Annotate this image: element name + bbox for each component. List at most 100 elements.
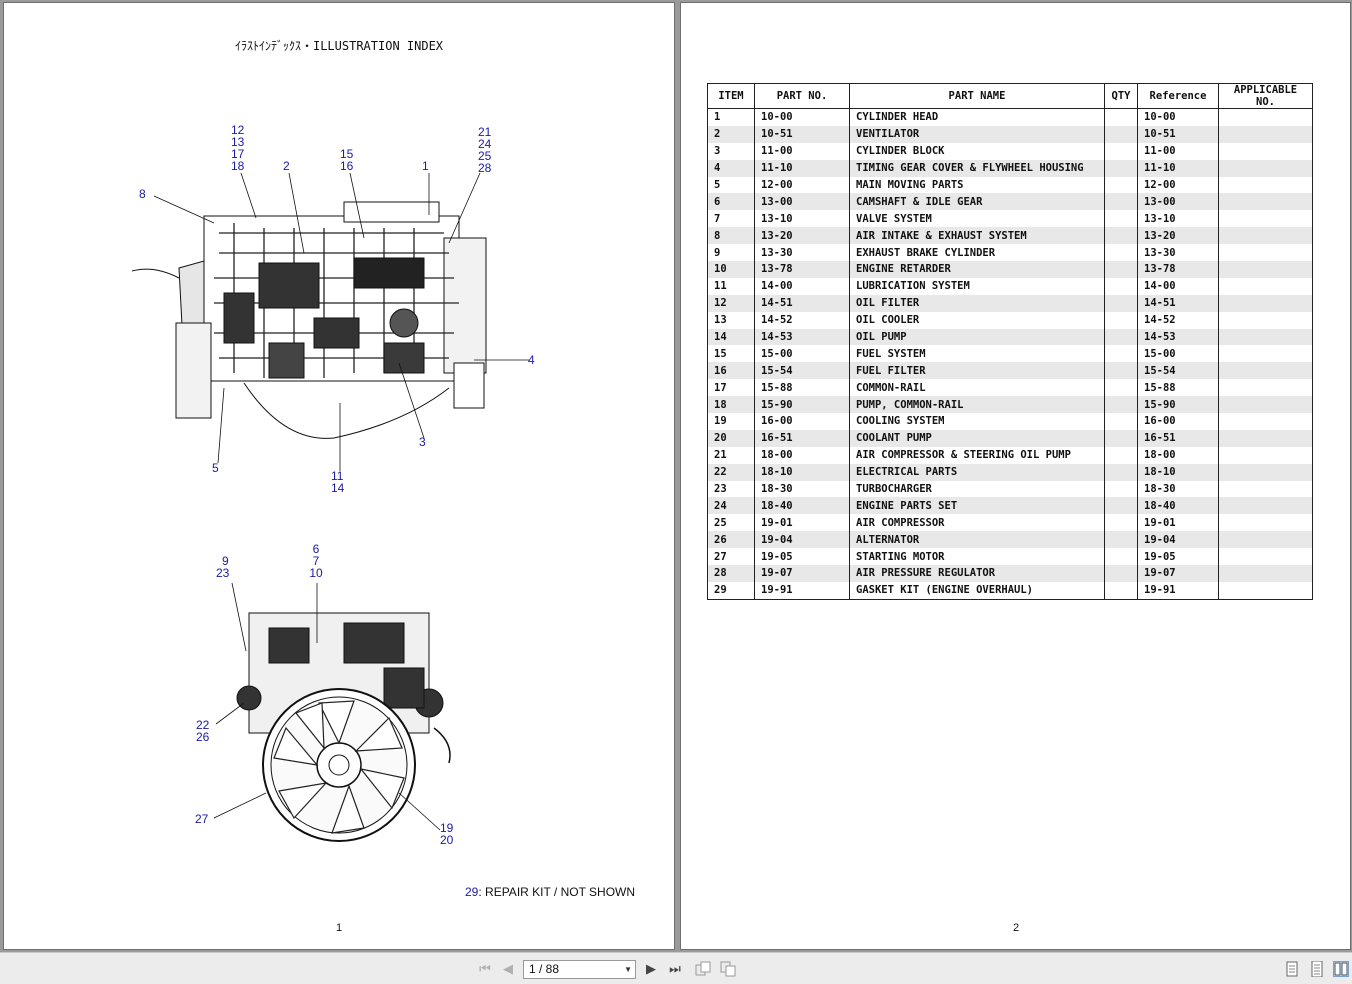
cell-item: 27 xyxy=(707,548,755,566)
cell-part-no: 15-90 xyxy=(754,396,850,414)
cell-item: 3 xyxy=(707,142,755,160)
cell-reference: 19-04 xyxy=(1137,531,1219,549)
callout-27[interactable]: 27 xyxy=(195,812,209,826)
cell-applicable-no xyxy=(1218,311,1313,329)
single-page-icon[interactable] xyxy=(1284,961,1300,977)
callout-21-24-25-28[interactable]: 21 24 25 28 xyxy=(478,126,491,174)
cell-applicable-no xyxy=(1218,294,1313,312)
callout-6-7-10[interactable]: 6 7 10 xyxy=(306,543,326,579)
cell-part-no: 13-78 xyxy=(754,261,850,278)
cell-qty xyxy=(1104,176,1138,194)
page-title: ｲﾗｽﾄｲﾝﾃﾞｯｸｽ・ILLUSTRATION INDEX xyxy=(234,39,444,53)
cell-part-no: 13-20 xyxy=(754,227,850,245)
cell-qty xyxy=(1104,396,1138,414)
cell-qty xyxy=(1104,277,1138,295)
cell-reference: 16-00 xyxy=(1137,413,1219,430)
cell-reference: 10-00 xyxy=(1137,108,1219,126)
fit-icon[interactable] xyxy=(720,961,736,977)
cell-reference: 13-20 xyxy=(1137,227,1219,245)
callout-label: 25 xyxy=(478,149,492,163)
callout-8[interactable]: 8 xyxy=(139,187,146,201)
callout-15-16[interactable]: 15 16 xyxy=(340,148,353,172)
cell-applicable-no xyxy=(1218,497,1313,515)
cell-part-name: ELECTRICAL PARTS xyxy=(849,463,1105,481)
cell-reference: 18-00 xyxy=(1137,446,1219,464)
callout-12-13-17-18[interactable]: 12 13 17 18 xyxy=(231,124,244,172)
callout-label: 7 xyxy=(312,554,320,568)
prev-page-icon[interactable]: ◀ xyxy=(503,961,513,976)
cell-item: 6 xyxy=(707,193,755,211)
cell-qty xyxy=(1104,142,1138,160)
cell-qty xyxy=(1104,294,1138,312)
callout-11-14[interactable]: 11 14 xyxy=(331,470,344,494)
cell-applicable-no xyxy=(1218,379,1313,397)
callout-22-26[interactable]: 22 26 xyxy=(196,719,209,743)
page-indicator: 1 / 88 xyxy=(529,962,560,976)
cell-item: 2 xyxy=(707,125,755,143)
page-number: 1 xyxy=(336,922,343,934)
cell-part-name: GASKET KIT (ENGINE OVERHAUL) xyxy=(849,581,1105,600)
cell-reference: 15-00 xyxy=(1137,345,1219,363)
cell-applicable-no xyxy=(1218,142,1313,160)
callout-label: 10 xyxy=(309,566,323,580)
cell-qty xyxy=(1104,379,1138,397)
cell-item: 5 xyxy=(707,176,755,194)
first-page-icon[interactable]: ⏮ xyxy=(479,961,491,976)
cell-part-no: 19-91 xyxy=(754,581,850,600)
two-page-icon[interactable] xyxy=(1333,961,1349,977)
callout-label: 13 xyxy=(231,135,245,149)
engine-illustration xyxy=(131,172,529,842)
cell-part-no: 13-10 xyxy=(754,210,850,228)
single-page-glyph xyxy=(1286,961,1298,977)
callout-9-23[interactable]: 9 23 xyxy=(216,555,229,579)
cell-qty xyxy=(1104,429,1138,447)
cell-qty xyxy=(1104,261,1138,278)
cell-item: 19 xyxy=(707,413,755,430)
cell-part-no: 18-40 xyxy=(754,497,850,515)
cell-part-no: 13-00 xyxy=(754,193,850,211)
callout-label: 11 xyxy=(331,469,344,483)
callout-5[interactable]: 5 xyxy=(212,461,219,475)
cell-qty xyxy=(1104,497,1138,515)
cell-reference: 14-51 xyxy=(1137,294,1219,312)
cell-reference: 19-01 xyxy=(1137,514,1219,532)
callout-4[interactable]: 4 xyxy=(528,353,535,367)
callout-1[interactable]: 1 xyxy=(422,159,429,173)
callout-3[interactable]: 3 xyxy=(419,435,426,449)
last-page-icon[interactable]: ⏭ xyxy=(669,961,681,976)
callout-2[interactable]: 2 xyxy=(283,159,290,173)
callout-19-20[interactable]: 19 20 xyxy=(440,822,453,846)
cell-item: 10 xyxy=(707,261,755,278)
cell-qty xyxy=(1104,125,1138,143)
cell-part-name: COOLING SYSTEM xyxy=(849,413,1105,430)
cell-part-name: PUMP, COMMON-RAIL xyxy=(849,396,1105,414)
cell-item: 7 xyxy=(707,210,755,228)
spread-icon[interactable] xyxy=(695,961,711,977)
page-number-input[interactable]: 1 / 88 ▼ xyxy=(523,960,636,979)
continuous-icon[interactable] xyxy=(1309,960,1325,978)
cell-applicable-no xyxy=(1218,261,1313,278)
cell-part-no: 15-54 xyxy=(754,362,850,380)
callout-label: 21 xyxy=(478,125,492,139)
cell-part-name: AIR COMPRESSOR xyxy=(849,514,1105,532)
cell-part-name: OIL FILTER xyxy=(849,294,1105,312)
cell-part-name: LUBRICATION SYSTEM xyxy=(849,277,1105,295)
cell-item: 15 xyxy=(707,345,755,363)
callout-label: 19 xyxy=(440,821,454,835)
dropdown-caret-icon: ▼ xyxy=(624,965,632,974)
next-page-icon[interactable]: ▶ xyxy=(646,961,656,976)
callout-label: 23 xyxy=(216,566,230,580)
cell-reference: 19-07 xyxy=(1137,565,1219,582)
